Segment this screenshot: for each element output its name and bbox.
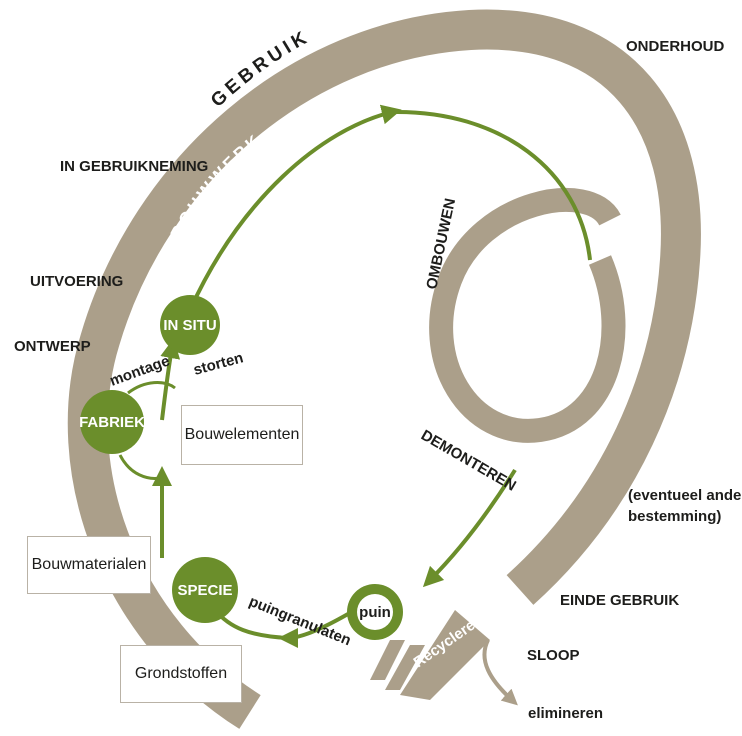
lifecycle-band bbox=[67, 9, 701, 729]
phase-ontwerp: ONTWERP bbox=[14, 338, 91, 355]
box-bouwmaterialen: Bouwmaterialen bbox=[27, 536, 151, 594]
montage-arc-bottom bbox=[118, 454, 161, 480]
flow-up-to-gebruik bbox=[188, 104, 402, 311]
phase-einde-gebruik: EINDE GEBRUIK bbox=[560, 592, 679, 609]
node-in-situ: IN SITU bbox=[160, 295, 220, 355]
svg-text:SPECIE: SPECIE bbox=[177, 582, 232, 599]
svg-text:FABRIEK: FABRIEK bbox=[79, 414, 145, 431]
box-bouwelementen: Bouwelementen bbox=[181, 405, 303, 465]
node-specie: SPECIE bbox=[172, 557, 238, 623]
phase-uitvoering: UITVOERING bbox=[30, 273, 123, 290]
phase-in-gebruikneming: IN GEBRUIKNEMING bbox=[60, 158, 208, 175]
flow-top-arc bbox=[391, 109, 592, 261]
flow-label-storten: storten bbox=[192, 349, 246, 379]
renovation-loop bbox=[429, 188, 626, 443]
sloop-arrow bbox=[482, 639, 518, 706]
montage-arc-top bbox=[127, 381, 176, 395]
phase-andere-bestemming-line1: (eventueel andere bbox=[628, 487, 742, 504]
node-puin: puin bbox=[347, 584, 403, 640]
phase-andere-bestemming-line2: bestemming) bbox=[628, 508, 721, 525]
phase-onderhoud: ONDERHOUD bbox=[626, 38, 725, 55]
flow-down-to-puin bbox=[422, 468, 517, 588]
box-grondstoffen: Grondstoffen bbox=[120, 645, 242, 703]
phase-sloop: SLOOP bbox=[527, 647, 580, 664]
flow-puin-to-specie bbox=[278, 612, 349, 648]
phase-elimineren: elimineren bbox=[528, 705, 603, 722]
node-fabriek: FABRIEK bbox=[79, 390, 145, 454]
recycling-chevrons bbox=[370, 610, 490, 700]
svg-text:IN SITU: IN SITU bbox=[163, 317, 216, 334]
svg-text:puin: puin bbox=[359, 604, 391, 621]
